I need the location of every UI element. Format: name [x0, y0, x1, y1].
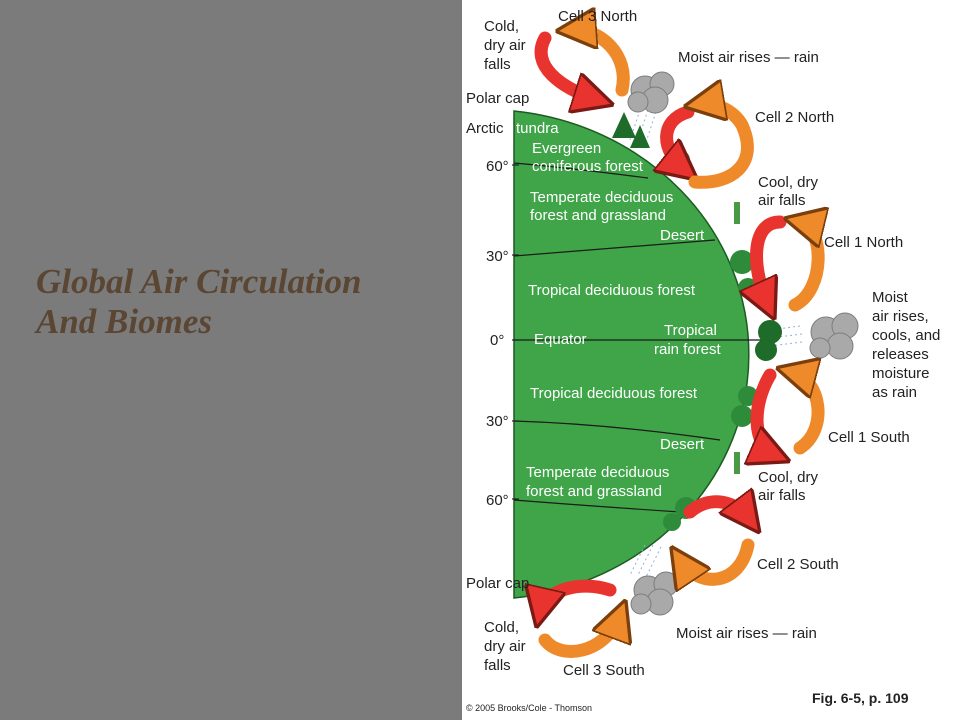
cell2-south-red-arrow [683, 502, 750, 520]
annotation-moist-eq-4: releases [872, 346, 929, 363]
rainforest-tree-icon [758, 320, 782, 344]
conifer-tree-icon [612, 112, 636, 138]
rain-n-3 [645, 111, 657, 143]
cloud-south [630, 571, 679, 616]
figure-caption: Fig. 6-5, p. 109 [812, 690, 909, 706]
lat-label-s60: 60° [486, 492, 509, 509]
annotation-cool-north-1: Cool, dry [758, 174, 819, 191]
biome-tropical-deciduous-south: Tropical deciduous forest [530, 385, 698, 402]
biome-temperate-south-2: forest and grassland [526, 483, 662, 500]
cell3-south-orange-arrow [538, 615, 620, 658]
annotation-cold-south-3: falls [484, 657, 511, 674]
cell2-south-label: Cell 2 South [757, 556, 839, 573]
circulation-arrows [534, 30, 825, 658]
biome-temperate-south-1: Temperate deciduous [526, 464, 669, 481]
cell3-south-label: Cell 3 South [563, 662, 645, 679]
annotation-cool-south-1: Cool, dry [758, 469, 819, 486]
biome-evergreen-2: coniferous forest [532, 158, 644, 175]
cell3-north-label: Cell 3 North [558, 8, 637, 25]
latitude-line-n60 [513, 162, 649, 179]
lat-label-n60: 60° [486, 158, 509, 175]
annotation-moist-north: Moist air rises — rain [678, 49, 819, 66]
annotation-moist-eq-1: Moist [872, 289, 909, 306]
cactus-icon [734, 202, 740, 224]
cell1-south-red-arrow [757, 368, 775, 455]
biome-polar-cap-south: Polar cap [466, 575, 529, 592]
annotation-moist-eq-5: moisture [872, 365, 930, 382]
cell1-north-label: Cell 1 North [824, 234, 903, 251]
biome-desert-south: Desert [660, 436, 705, 453]
slide-title-line-2: And Biomes [36, 302, 213, 341]
cell3-south-red-arrow [540, 579, 617, 612]
rainforest-tree-icon [755, 339, 777, 361]
cell2-south-orange-arrow [680, 538, 755, 579]
annotation-cold-north-2: dry air [484, 37, 526, 54]
rain-s-3 [645, 546, 662, 578]
lat-label-n30: 30° [486, 248, 509, 265]
rain-s-1 [629, 544, 646, 576]
cell3-north-orange-arrow [572, 30, 630, 97]
slide-title-line-1: Global Air Circulation [36, 262, 362, 301]
annotation-moist-south: Moist air rises — rain [676, 625, 817, 642]
cloud-north [627, 71, 675, 114]
annotation-moist-eq-2: air rises, [872, 308, 929, 325]
biome-polar-cap-north: Polar cap [466, 90, 529, 107]
deciduous-tree-icon [663, 513, 681, 531]
annotation-cold-south-1: Cold, [484, 619, 519, 636]
cell2-north-label: Cell 2 North [755, 109, 834, 126]
annotation-cool-south-2: air falls [758, 487, 806, 504]
cactus-icon [734, 452, 740, 474]
cell1-south-label: Cell 1 South [828, 429, 910, 446]
lat-label-s30: 30° [486, 413, 509, 430]
cell1-south-orange-arrow [792, 372, 825, 455]
copyright-notice: © 2005 Brooks/Cole - Thomson [466, 703, 593, 713]
biome-equator: Equator [534, 331, 587, 348]
biome-rainforest-1: Tropical [664, 322, 717, 339]
cloud-equator [809, 312, 859, 360]
biome-tundra: tundra [516, 120, 559, 137]
cell2-north-orange-arrow [695, 104, 754, 189]
latitude-lines [513, 162, 778, 513]
biome-temperate-north-1: Temperate deciduous [530, 189, 673, 206]
annotation-moist-eq-3: cools, and [872, 327, 940, 344]
conifer-tree-icon [630, 125, 650, 148]
annotation-cold-north-1: Cold, [484, 18, 519, 35]
deciduous-tree-icon [731, 405, 753, 427]
biome-arctic: Arctic [466, 120, 504, 137]
annotation-moist-eq-6: as rain [872, 384, 917, 401]
biome-temperate-north-2: forest and grassland [530, 207, 666, 224]
biome-desert-north: Desert [660, 227, 705, 244]
biome-evergreen-1: Evergreen [532, 140, 601, 157]
slide-title: Global Air Circulation And Biomes [36, 262, 456, 342]
cell2-north-red-arrow [667, 105, 688, 170]
lat-label-equator: 0° [490, 332, 504, 349]
annotation-cold-north-3: falls [484, 56, 511, 73]
annotation-cold-south-2: dry air [484, 638, 526, 655]
latitude-line-s60 [513, 499, 681, 513]
cell1-north-red-arrow [757, 215, 787, 305]
deciduous-tree-icon [730, 250, 754, 274]
earth-hemisphere [513, 110, 750, 599]
cell1-north-orange-arrow [795, 222, 818, 312]
latitude-line-n30 [513, 239, 716, 257]
latitude-line-s30 [513, 420, 721, 441]
rain-s-2 [637, 544, 654, 576]
cell3-north-red-arrow [534, 31, 598, 100]
biome-tropical-deciduous-north: Tropical deciduous forest [528, 282, 696, 299]
annotation-cool-north-2: air falls [758, 192, 806, 209]
biome-rainforest-2: rain forest [654, 341, 722, 358]
